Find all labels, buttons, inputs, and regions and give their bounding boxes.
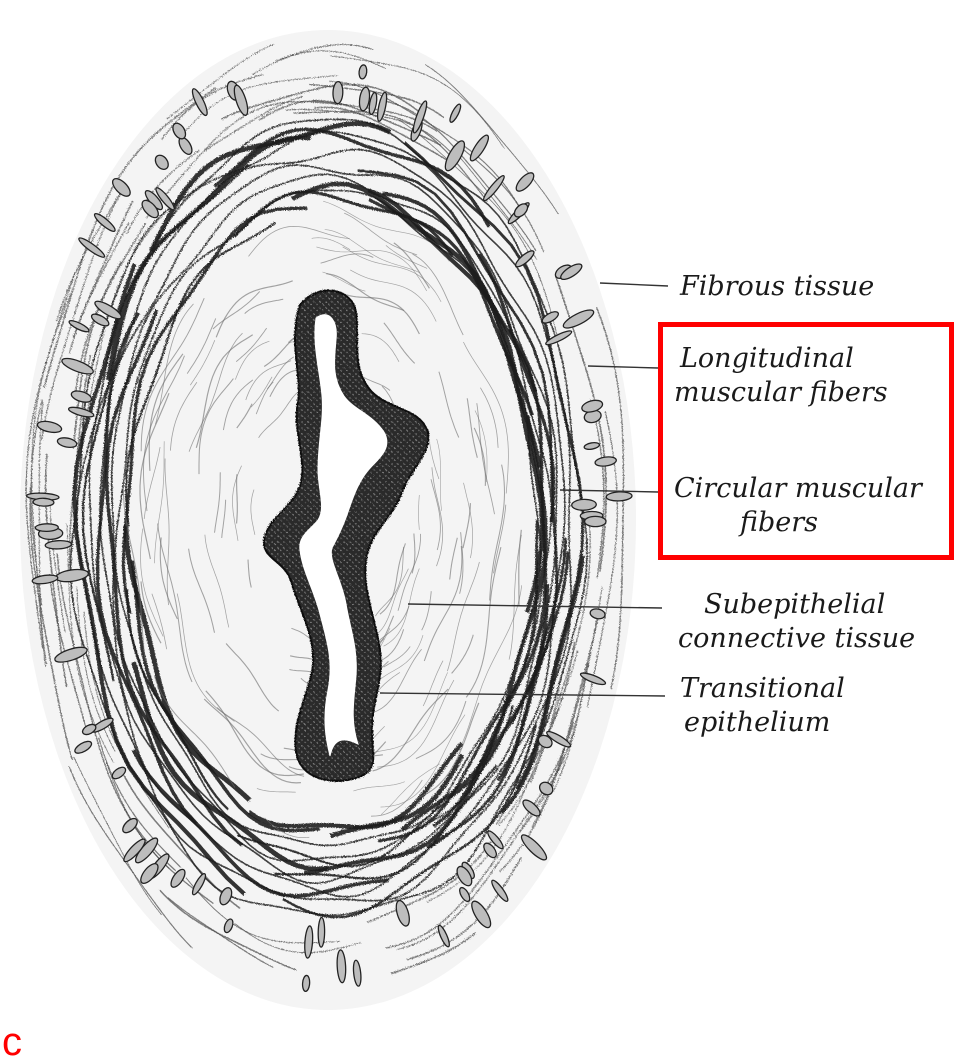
label-subepithelial-connective-tissue: Subepithelial connective tissue bbox=[678, 588, 915, 656]
label-line-1: Transitional bbox=[680, 672, 845, 706]
highlight-box bbox=[658, 322, 954, 560]
label-transitional-epithelium: Transitional epithelium bbox=[672, 672, 845, 740]
label-line-2: epithelium bbox=[684, 706, 845, 740]
label-line-2: connective tissue bbox=[678, 622, 915, 656]
label-fibrous-tissue: Fibrous tissue bbox=[680, 270, 874, 304]
label-fibrous-tissue-text: Fibrous tissue bbox=[680, 270, 874, 304]
corner-mark: c bbox=[2, 1022, 22, 1062]
leader-fibrous bbox=[600, 283, 668, 286]
label-line-1: Subepithelial bbox=[704, 588, 915, 622]
